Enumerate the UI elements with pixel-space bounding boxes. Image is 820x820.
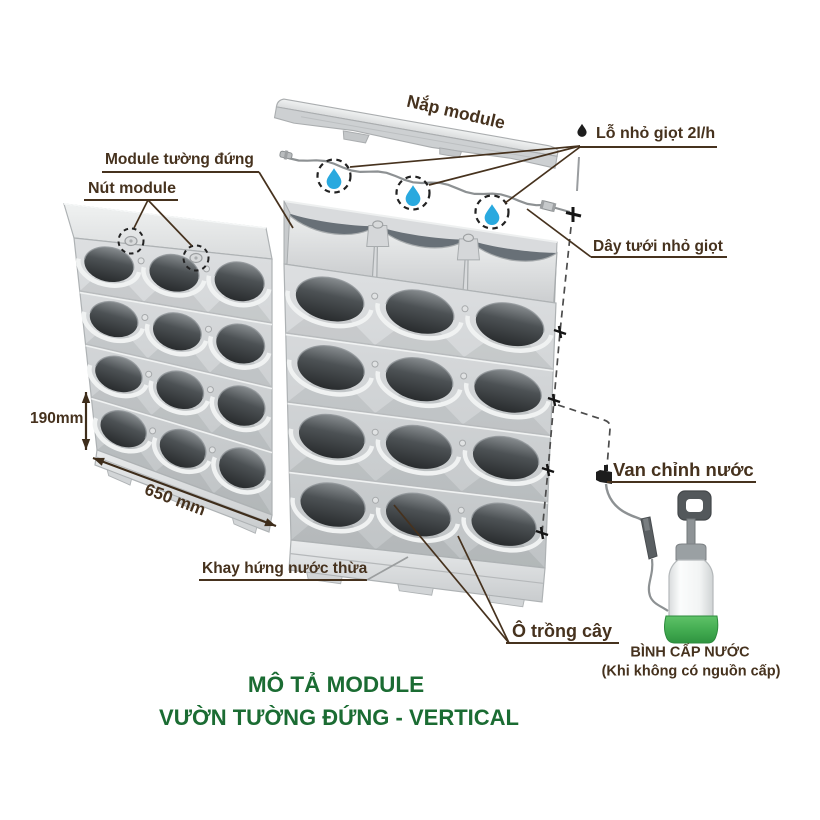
dimension-arrow-190mm [81,392,91,450]
riser-tube-segment [576,156,580,192]
label-drain-tray: Khay hứng nước thừa [202,560,368,577]
label-wall-module: Module tường đứng [105,151,254,168]
water-supply-tank [664,490,719,644]
label-water-tank: BÌNH CẤP NƯỚC [630,644,750,661]
drip-point-circle-1 [316,158,352,194]
label-water-valve: Van chỉnh nước [613,459,754,480]
tank-green-base [664,615,719,644]
drip-tee-3 [541,463,555,477]
sprayer-wand [640,516,658,560]
water-valve [596,465,612,484]
drip-irrigation-tube [280,153,546,207]
diagram-title-line1: MÔ TẢ MODULE [247,672,425,697]
drip-point-circle-2 [395,175,431,211]
label-drip-line: Dây tưới nhỏ giọt [593,238,723,255]
drip-point-circle-3 [474,194,510,230]
drip-hole-icon [577,123,587,137]
module-plug-circle-1 [117,227,145,255]
drip-tee-4 [535,526,549,540]
drip-tee-1 [553,325,567,339]
leader-lines [133,145,592,644]
drip-tee-2 [547,393,561,407]
tank-hose-upper [604,483,645,523]
right-module-open-cups [283,200,558,304]
water-droplet-icon-1 [326,168,342,190]
label-drip-hole: Lỗ nhỏ giọt 2l/h [596,125,716,142]
label-plant-cell: Ô trồng cây [512,621,613,641]
module-plug-circle-2 [182,244,210,272]
dimension-arrow-650mm [92,456,277,528]
label-height-190mm: 190mm [30,410,84,427]
diagram-title-line2: VƯỜN TƯỜNG ĐỨNG - VERTICAL [159,705,519,730]
label-water-tank-note: (Khi không có nguồn cấp) [601,663,781,680]
water-droplet-icon-2 [405,185,421,207]
tube-coupler [539,199,557,213]
left-wall-module [73,237,273,516]
tube-end-tee [565,207,582,222]
label-underlines [84,146,756,644]
right-wall-module [283,263,557,569]
label-module-plug: Nút module [88,180,176,197]
lid-module [273,98,559,169]
tray-leader-line [366,556,409,581]
tank-hose-lower [647,558,669,612]
water-droplet-icon-3 [484,204,500,226]
